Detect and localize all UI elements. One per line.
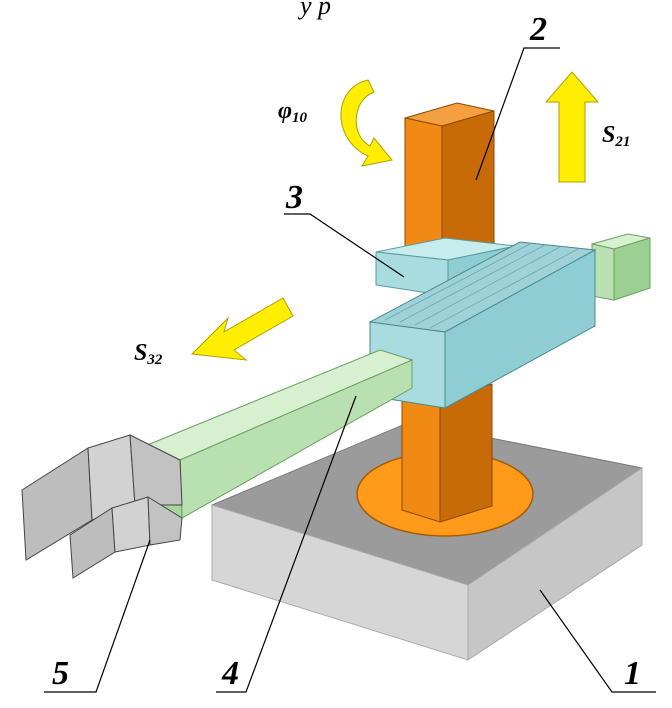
- label-1: 1: [624, 655, 641, 692]
- label-4: 4: [221, 655, 239, 692]
- rotation-arrow-icon: [340, 79, 393, 167]
- gripper: [21, 434, 183, 579]
- arrow-horizontal-icon: [190, 297, 294, 361]
- base-side: [467, 467, 643, 661]
- leader-1: [539, 589, 656, 693]
- column: [401, 102, 495, 523]
- label-phi10: φ10: [278, 98, 308, 126]
- leader-3: [284, 213, 405, 278]
- arrow-vertical-icon: [544, 71, 600, 183]
- label-s21: S21: [602, 122, 630, 150]
- arm-rear: [591, 233, 651, 301]
- leader-2: [475, 47, 560, 181]
- leader-4: [216, 395, 357, 693]
- label-2: 2: [529, 11, 547, 48]
- label-s32: S32: [134, 340, 163, 368]
- label-5: 5: [52, 655, 69, 692]
- label-3: 3: [285, 179, 303, 216]
- caption-fragment: у р: [297, 0, 331, 20]
- leader-5: [44, 539, 151, 693]
